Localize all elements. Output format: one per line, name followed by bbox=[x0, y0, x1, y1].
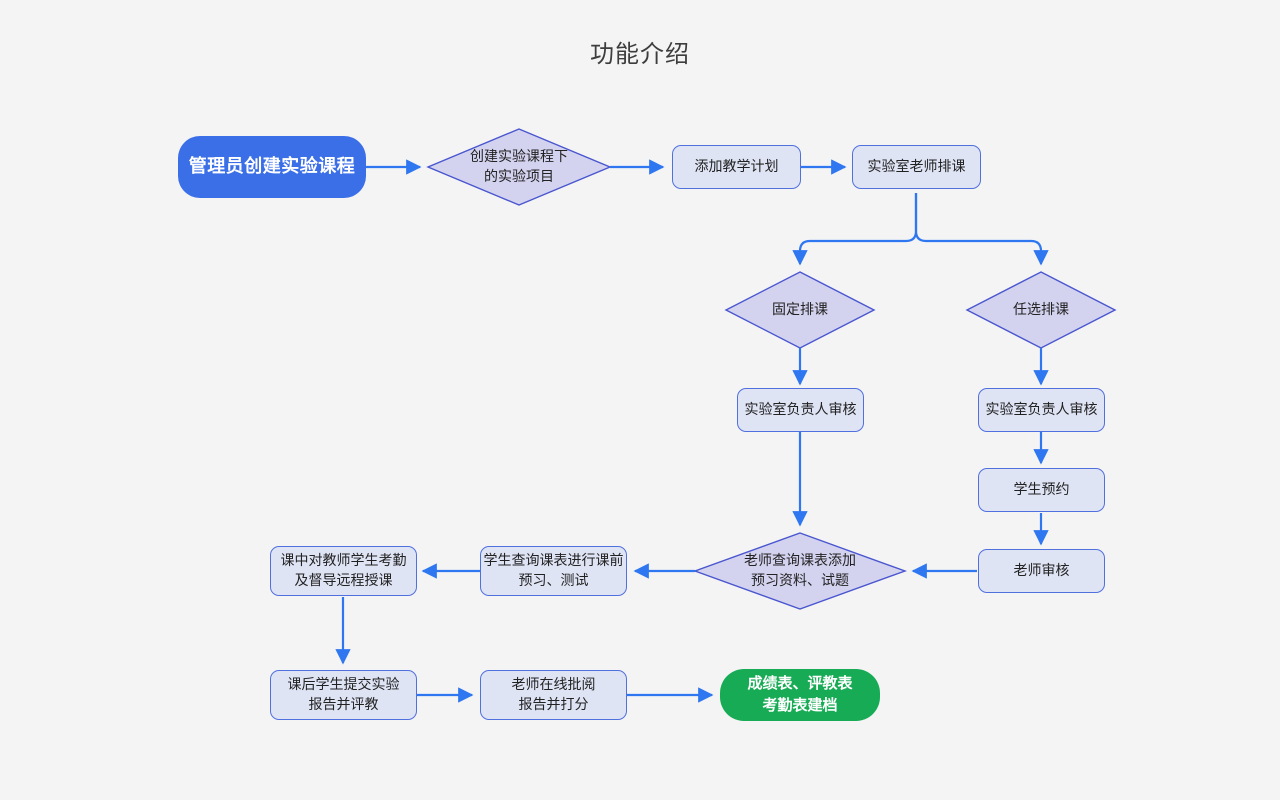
page-title: 功能介绍 bbox=[590, 40, 690, 68]
node-label: 实验室负责人审核 bbox=[985, 401, 1098, 418]
edge-scheduling-to-fixed bbox=[792, 193, 918, 266]
node-class-attendance-supervision[interactable]: 课中对教师学生考勤 及督导远程授课 bbox=[270, 546, 417, 596]
node-teacher-online-grading[interactable]: 老师在线批阅 报告并打分 bbox=[480, 670, 627, 720]
node-lab-manager-review-optional[interactable]: 实验室负责人审核 bbox=[978, 388, 1105, 432]
node-label: 学生查询课表进行课前 预习、测试 bbox=[483, 552, 624, 589]
node-student-submit-report[interactable]: 课后学生提交实验 报告并评教 bbox=[270, 670, 417, 720]
edge-scheduling-to-optional bbox=[914, 193, 1049, 266]
node-admin-create-lab-course[interactable]: 管理员创建实验课程 bbox=[178, 136, 366, 198]
node-lab-manager-review-fixed[interactable]: 实验室负责人审核 bbox=[737, 388, 864, 432]
node-label: 成绩表、评教表 考勤表建档 bbox=[747, 674, 853, 714]
node-label: 课中对教师学生考勤 及督导远程授课 bbox=[280, 552, 407, 589]
node-shape-fixed-scheduling[interactable] bbox=[724, 271, 876, 349]
node-lab-teacher-scheduling[interactable]: 实验室老师排课 bbox=[852, 145, 981, 189]
node-label: 管理员创建实验课程 bbox=[188, 155, 356, 177]
node-add-teaching-plan[interactable]: 添加教学计划 bbox=[672, 145, 801, 189]
node-label: 老师在线批阅 报告并打分 bbox=[511, 676, 596, 713]
node-label: 老师审核 bbox=[1013, 562, 1070, 579]
node-archive-records[interactable]: 成绩表、评教表 考勤表建档 bbox=[720, 669, 880, 721]
node-shape-optional-scheduling[interactable] bbox=[965, 271, 1117, 349]
node-label: 实验室老师排课 bbox=[867, 158, 966, 175]
node-label: 课后学生提交实验 报告并评教 bbox=[287, 676, 400, 713]
node-label: 添加教学计划 bbox=[694, 158, 779, 175]
node-shape-create-lab-project[interactable] bbox=[426, 128, 612, 206]
node-student-booking[interactable]: 学生预约 bbox=[978, 468, 1105, 512]
node-label: 学生预约 bbox=[1013, 481, 1070, 498]
node-label: 实验室负责人审核 bbox=[744, 401, 857, 418]
node-shape-teacher-query-timetable[interactable] bbox=[692, 532, 908, 610]
node-student-query-preview[interactable]: 学生查询课表进行课前 预习、测试 bbox=[480, 546, 627, 596]
node-teacher-review[interactable]: 老师审核 bbox=[978, 549, 1105, 593]
